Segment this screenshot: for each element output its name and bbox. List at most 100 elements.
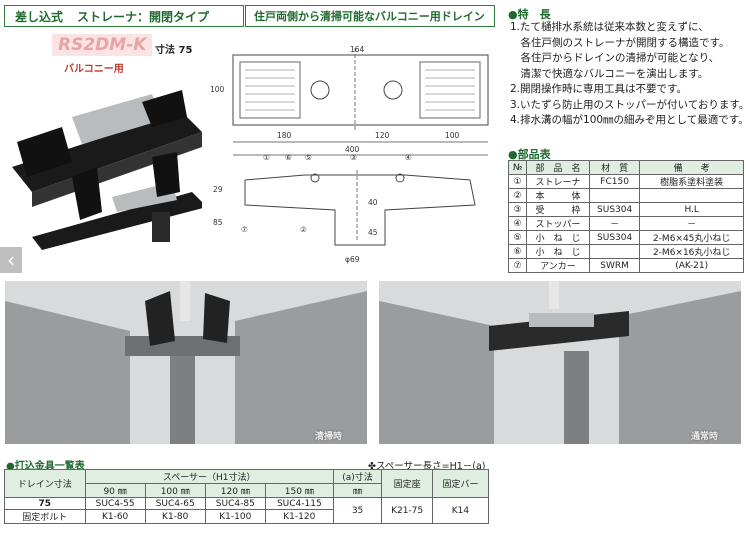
dim-164: 164 [350,45,365,54]
table-row: ⑥ 小 ね じ 2-M6×16丸小ねじ [507,244,744,259]
part-no: ⑥ [507,244,528,259]
dim-diameter: φ69 [345,255,360,264]
part-note [639,188,744,203]
list-title: ●打込金具一覧表 [6,461,85,472]
feature-line: 各住戸からドレインの清掃が可能となり、 [510,52,720,64]
part-note: 樹脂系塗料塗装 [639,174,744,189]
dim-40: 40 [368,198,378,207]
use-label: バルコニー用 [64,64,124,75]
feature-line: 4.排水溝の幅が100㎜の細みぞ用として最適です。 [510,114,746,126]
table-row: ① ストレーナ FC150 樹脂系塗料塗装 [507,174,744,189]
table-row: ⑤ 小 ね じ SUS304 2-M6×45丸小ねじ [507,230,744,245]
part-note: － [639,216,744,231]
callout-6: ⑥ [285,153,292,162]
cell: 75 [4,497,86,510]
cell: SUC4-115 [264,497,334,510]
spacer-size: 100 ㎜ [144,483,206,498]
fitting-table: ドレイン寸法 スペーサー（H1寸法） (a)寸法 固定座 固定バー 90 ㎜ 1… [4,469,490,524]
part-material: － [588,216,641,231]
col-a: (a)寸法 [332,469,383,484]
part-no: ① [507,174,528,189]
cell: K21-75 [381,497,433,524]
cell: SUC4-55 [84,497,146,510]
part-no: ⑤ [507,230,528,245]
part-note: 2-M6×16丸小ねじ [639,244,744,259]
parts-table: № 部 品 名 材 質 備 考 ① ストレーナ FC150 樹脂系塗料塗装 ② … [507,160,744,273]
headline: 住戸両側から清掃可能なバルコニー用ドレイン [245,5,495,27]
part-material: SWRM [588,258,641,273]
size-label: 寸法 75 [155,45,193,56]
part-name: 本 体 [526,188,590,203]
col-drain: ドレイン寸法 [4,469,86,498]
spacer-size: 120 ㎜ [204,483,266,498]
dim-45: 45 [368,228,378,237]
part-material [588,188,641,203]
dim-400: 400 [345,145,360,154]
spacer-size: 90 ㎜ [84,483,146,498]
parts-header-row: № 部 品 名 材 質 備 考 [507,160,744,175]
prev-arrow-icon[interactable]: ‹ [0,247,22,273]
parts-header: 材 質 [588,160,641,175]
table-row: ③ 受 枠 SUS304 H.L [507,202,744,217]
features-title: ●特 長 [508,8,551,21]
part-no: ③ [507,202,528,217]
part-material: SUS304 [588,230,641,245]
cell: K1-80 [144,509,206,524]
table-row: 75 SUC4-55 SUC4-65 SUC4-85 SUC4-115 35 K… [4,497,490,524]
cell: K1-100 [204,509,266,524]
col-base: 固定座 [381,469,433,498]
parts-header: 部 品 名 [526,160,590,175]
photo-cleaning: 清掃時 [5,281,367,444]
part-note: 2-M6×45丸小ねじ [639,230,744,245]
table-row: ② 本 体 [507,188,744,203]
part-no: ⑦ [507,258,528,273]
part-material: SUS304 [588,202,641,217]
col-bar: 固定バー [431,469,490,498]
dim-100-side: 100 [210,85,225,94]
callout-1: ① [263,153,270,162]
model-name: RS2DM-K [52,34,153,56]
callout-3: ③ [350,153,357,162]
part-no: ② [507,188,528,203]
table-row: 固定ボルト K1-60 K1-80 K1-100 K1-120 [4,509,489,524]
part-material: FC150 [588,174,641,189]
caption-normal: 通常時 [691,432,719,442]
type-right: ストレーナ：開閉タイプ [77,9,210,24]
part-name: アンカー [526,258,590,273]
col-spacer: スペーサー（H1寸法） [84,469,334,484]
dim-29: 29 [213,185,223,194]
cell: 35 [332,497,383,524]
cell: K1-60 [84,509,146,524]
product-photo [12,90,202,250]
callout-7: ⑦ [241,225,248,234]
cell: K1-120 [264,509,334,524]
feature-line: 各住戸側のストレーナが開閉する構造です。 [510,36,730,49]
part-name: ストッパー [526,216,590,231]
spacer-note: ✤スペーサー長さ=H1－(a) [368,461,486,472]
dim-85: 85 [213,218,223,227]
part-material [588,244,641,259]
part-name: ストレーナ [526,174,590,189]
list-subheader-row: 90 ㎜ 100 ㎜ 120 ㎜ 150 ㎜ ㎜ [5,483,489,498]
part-name: 小 ね じ [526,244,590,259]
part-name: 受 枠 [526,202,590,217]
feature-line: 2.開閉操作時に専用工具は不要です。 [510,83,687,95]
dim-120: 120 [375,131,390,140]
cell: 固定ボルト [4,509,86,524]
spacer-size: 150 ㎜ [264,483,334,498]
photo-normal: 通常時 [379,281,741,444]
a-unit: ㎜ [332,483,383,498]
part-note: H.L [639,202,744,217]
technical-drawing: 164 100 180 120 100 400 29 85 40 45 φ69 … [210,45,489,264]
features-list: 1.たて樋排水系統は従来本数と変えずに、 各住戸側のストレーナが開閉する構造です… [510,20,746,129]
cell: K14 [431,497,490,524]
caption-cleaning: 清掃時 [315,432,343,442]
parts-header: 備 考 [639,160,744,175]
feature-line: 3.いたずら防止用のストッパーが付いております。 [510,98,746,111]
part-no: ④ [507,216,528,231]
table-row: ④ ストッパー － － [507,216,744,231]
dim-100: 100 [445,131,460,140]
callout-2: ② [300,225,307,234]
feature-line: 清潔で快適なバルコニーを演出します。 [510,67,709,80]
parts-title: ●部品表 [508,148,551,161]
